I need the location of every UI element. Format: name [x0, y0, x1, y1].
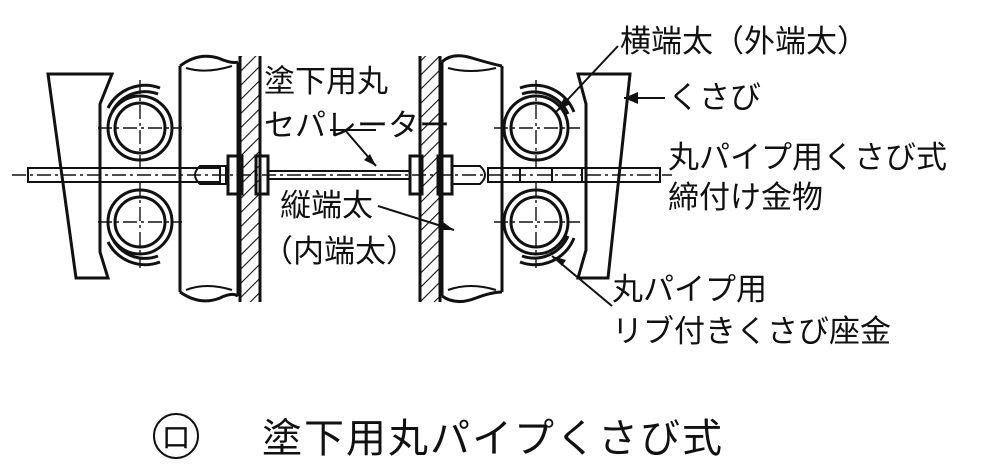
left-lower-washer [106, 241, 161, 267]
label-vertical-pipe-line1: 縦端太 [280, 188, 373, 224]
right-lower-washer [519, 237, 576, 267]
left-upper-washer [106, 83, 161, 109]
right-horizontal-pipes [494, 80, 580, 268]
left-vertical-pipe [178, 54, 240, 303]
right-vertical-pipe [440, 54, 504, 303]
right-wedge [576, 72, 632, 280]
left-wedge [46, 72, 115, 280]
right-upper-washer [519, 83, 576, 113]
separator-rod [27, 154, 661, 196]
left-panel [238, 56, 262, 302]
label-horizontal-pipe: 横端太（外端太） [620, 24, 868, 60]
left-horizontal-pipes [98, 80, 182, 268]
label-separator-line1: 塗下用丸 [264, 64, 388, 100]
caption-marker-circle [153, 413, 199, 459]
right-panel [418, 56, 442, 302]
label-washer-line2: リブ付きくさび座金 [612, 314, 891, 350]
label-fitting-line1: 丸パイプ用くさび式 [668, 140, 947, 176]
caption-marker: ロ [161, 421, 191, 456]
label-vertical-pipe-line2: （内端太） [262, 234, 417, 270]
label-separator-line2: セパレーター [264, 108, 450, 144]
caption-title: 塗下用丸パイプくさび式 [262, 416, 724, 462]
label-washer-line1: 丸パイプ用 [612, 272, 767, 308]
leader-lines [330, 45, 665, 307]
label-wedge: くさび [668, 80, 761, 116]
label-fitting-line2: 締付け金物 [668, 180, 823, 216]
